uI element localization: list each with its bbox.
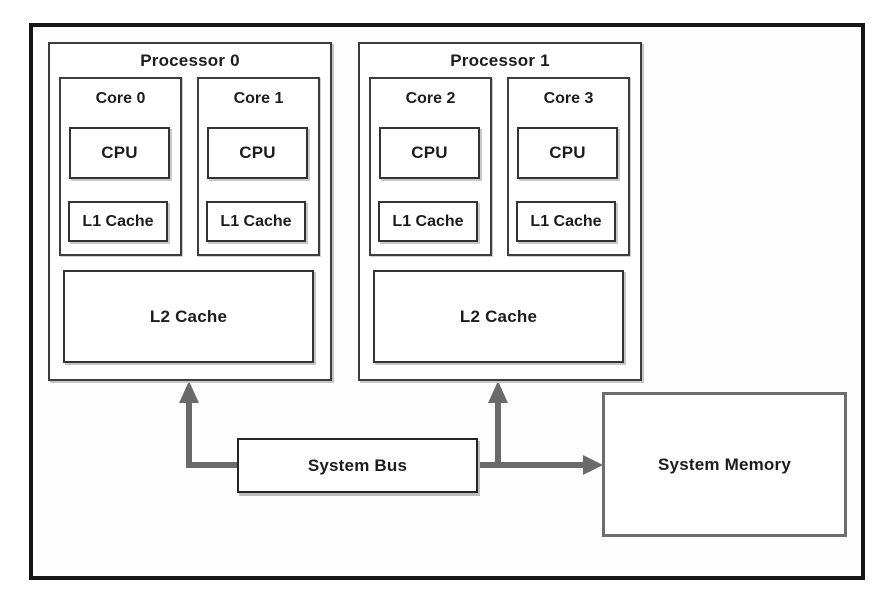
core-3-title: Core 3 [543, 90, 594, 107]
bus-to-memory-arrowhead [583, 455, 603, 475]
processor-0-box: Processor 0 Core 0 CPU L1 Cache Core 1 C… [48, 42, 332, 381]
processor-0-title: Processor 0 [140, 51, 240, 70]
bus-to-processor1-arrowhead [488, 381, 508, 403]
core-3-box: Core 3 CPU L1 Cache [507, 77, 630, 256]
core-1-box: Core 1 CPU L1 Cache [197, 77, 320, 256]
bus-to-processor1-arrow [488, 381, 508, 467]
system-memory-label: System Memory [658, 454, 791, 474]
core-0-title: Core 0 [95, 90, 146, 107]
core-1-l1-cache-label: L1 Cache [220, 212, 292, 230]
processor-0-l2-cache-label: L2 Cache [149, 306, 228, 326]
core-2-box: Core 2 CPU L1 Cache [369, 77, 492, 256]
core-2-l1-cache-box: L1 Cache [378, 201, 478, 242]
bus-to-processor0-arrow [179, 381, 237, 468]
processor-1-box: Processor 1 Core 2 CPU L1 Cache Core 3 C… [358, 42, 642, 381]
core-2-cpu-label: CPU [411, 143, 448, 162]
bus-to-memory-arrow [478, 455, 603, 475]
core-0-box: Core 0 CPU L1 Cache [59, 77, 182, 256]
core-2-l1-cache-label: L1 Cache [392, 212, 464, 230]
core-0-l1-cache-label: L1 Cache [82, 212, 154, 230]
core-2-title: Core 2 [405, 90, 456, 107]
core-2-cpu-box: CPU [379, 127, 480, 179]
core-1-cpu-label: CPU [239, 143, 276, 162]
bus-to-processor0-line [186, 401, 237, 468]
processor-1-l2-cache-box: L2 Cache [373, 270, 624, 363]
system-memory-box: System Memory [602, 392, 847, 537]
core-0-l1-cache-box: L1 Cache [68, 201, 168, 242]
core-0-cpu-box: CPU [69, 127, 170, 179]
system-bus-label: System Bus [307, 455, 408, 475]
system-boundary-box: Processor 0 Core 0 CPU L1 Cache Core 1 C… [29, 23, 865, 580]
core-3-l1-cache-label: L1 Cache [530, 212, 602, 230]
core-0-cpu-label: CPU [101, 143, 138, 162]
processor-1-l2-cache-label: L2 Cache [459, 306, 538, 326]
core-1-title: Core 1 [233, 90, 284, 107]
core-1-l1-cache-box: L1 Cache [206, 201, 306, 242]
core-3-cpu-box: CPU [517, 127, 618, 179]
system-bus-box: System Bus [237, 438, 478, 493]
processor-0-l2-cache-box: L2 Cache [63, 270, 314, 363]
core-3-l1-cache-box: L1 Cache [516, 201, 616, 242]
bus-to-processor0-arrowhead [179, 381, 199, 403]
core-3-cpu-label: CPU [549, 143, 586, 162]
processor-1-title: Processor 1 [450, 51, 550, 70]
core-1-cpu-box: CPU [207, 127, 308, 179]
